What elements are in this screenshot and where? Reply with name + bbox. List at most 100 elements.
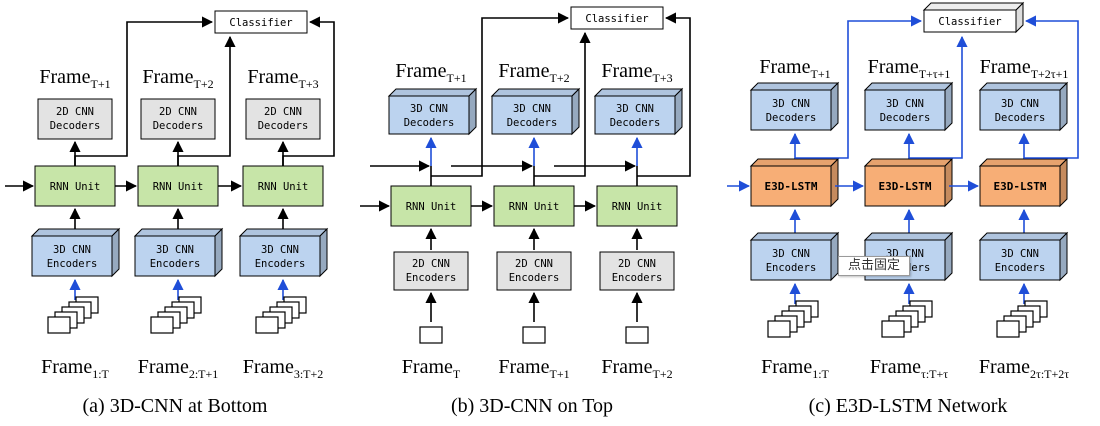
frame-label-top-base: Frame [142,66,193,88]
e3d-lstm-label: E3D-LSTM [994,180,1047,193]
frame-label-top: FrameT+3 [601,60,672,85]
frame-thumbnail [47,316,71,334]
rnn-unit-label: RNN Unit [509,201,560,213]
decoder-box [37,98,113,140]
frame-label-top-subscript: T+τ+1 [919,67,951,81]
frame-label-bottom: Frame2:T+1 [138,356,219,381]
decoder-text-line1: 3D CNN [772,98,810,110]
frame-label-bottom: FrameT [402,356,461,381]
encoder-box-top-face [133,228,224,237]
encoder-text-line1: 3D CNN [156,244,194,256]
encoder-box [393,251,469,291]
encoder-text-line2: Encoders [995,262,1046,274]
frame-label-top-subscript: T+1 [810,67,830,81]
encoder-text-line2: Encoders [509,272,560,284]
connector-line [282,16,335,166]
encoder-box-side-face [830,231,839,282]
frame-label-bottom: Frame3:T+2 [243,356,324,381]
decoder-text-line1: 3D CNN [886,98,924,110]
encoder-text-line1: 3D CNN [772,248,810,260]
connector-line [74,16,214,166]
encoder-text-line1: 3D CNN [53,244,91,256]
encoder-box [30,227,121,278]
encoder-text-line1: 3D CNN [1001,248,1039,260]
frame-label-bottom: Frame1:T [41,356,109,381]
encoder-box-front-face [31,235,113,277]
input-frame-stack [47,296,99,334]
frame-label-bottom-subscript: 2:T+1 [189,367,218,381]
frame-label-bottom-subscript: τ:T+τ [921,367,948,381]
decoder-text-line2: Decoders [153,120,204,132]
input-frame-stack [150,296,202,334]
encoder-box-top-face [30,228,121,237]
classifier-front-face [570,6,664,30]
encoder-text-line2: Encoders [47,258,98,270]
connector-line [637,12,691,177]
encoder-box-front-face [239,235,321,277]
decoder-box [749,81,840,132]
input-frame-stack [881,300,933,338]
panel-caption: (c) E3D-LSTM Network [809,395,1008,417]
decoder-text-line1: 2D CNN [56,106,94,118]
pin-tooltip[interactable]: 点击固定 [838,256,910,276]
encoder-box-top-face [978,232,1069,241]
rnn-unit-label: RNN Unit [258,181,309,193]
frame-label-bottom-base: Frame [979,356,1030,378]
decoder-box-side-face [1059,81,1068,132]
e3d-lstm-label: E3D-LSTM [765,180,818,193]
rnn-unit-box [596,185,678,227]
decoder-box [978,81,1069,132]
classifier-label: Classifier [938,16,1001,28]
encoder-box [133,227,224,278]
frame-label-top-subscript: T+2 [193,77,213,91]
rnn-unit-box [493,185,575,227]
classifier-front-face [214,10,308,34]
frame-label-top: FrameT+2τ+1 [980,56,1069,81]
encoder-text-line2: Encoders [766,262,817,274]
frame-label-top-subscript: T+2 [549,71,569,85]
frame-label-top: FrameT+2 [142,66,213,91]
input-frame-stack [255,296,307,334]
rnn-unit-label: RNN Unit [406,201,457,213]
e3d-lstm-label: E3D-LSTM [879,180,932,193]
e3d-lstm-box-top-face [863,158,954,167]
decoder-box-front-face [750,89,832,131]
frame-label-top: FrameT+3 [247,66,318,91]
blue-connector-to-classifier [909,35,968,159]
encoder-box-top-face [863,232,954,241]
decoder-text-line2: Decoders [258,120,309,132]
decoder-box [245,98,321,140]
frame-label-top-base: Frame [759,56,810,78]
rnn-unit-label: RNN Unit [612,201,663,213]
frame-label-top-subscript: T+1 [90,77,110,91]
input-frame-stack [996,300,1048,338]
decoder-text-line2: Decoders [610,117,661,129]
frame-label-top: FrameT+1 [39,66,110,91]
frame-label-bottom-subscript: T+2 [652,367,672,381]
decoder-text-line2: Decoders [880,112,931,124]
encoder-text-line2: Encoders [406,272,457,284]
decoder-box-side-face [571,87,580,136]
frame-thumbnail [996,320,1020,338]
e3d-lstm-box-front-face [750,165,832,207]
encoder-box-side-face [111,227,120,278]
frame-label-bottom-subscript: T [453,367,461,381]
classifier-box: Classifier [922,1,1025,34]
classifier-box: Classifier [570,6,664,30]
decoder-box-side-face [830,81,839,132]
frame-label-top-base: Frame [395,60,446,82]
decoder-box [387,87,478,136]
rnn-unit-label: RNN Unit [50,181,101,193]
encoder-box-front-face [750,239,832,281]
rnn-unit-box [34,165,116,207]
input-frame [522,326,546,344]
decoder-text-line2: Decoders [766,112,817,124]
frame-label-bottom-base: Frame [243,356,294,378]
input-frame-stack [767,300,819,338]
frame-label-bottom: Frame2τ:T+2τ [979,356,1069,381]
frame-label-bottom-base: Frame [870,356,921,378]
encoder-box [978,231,1069,282]
frame-label-top: FrameT+2 [498,60,569,85]
